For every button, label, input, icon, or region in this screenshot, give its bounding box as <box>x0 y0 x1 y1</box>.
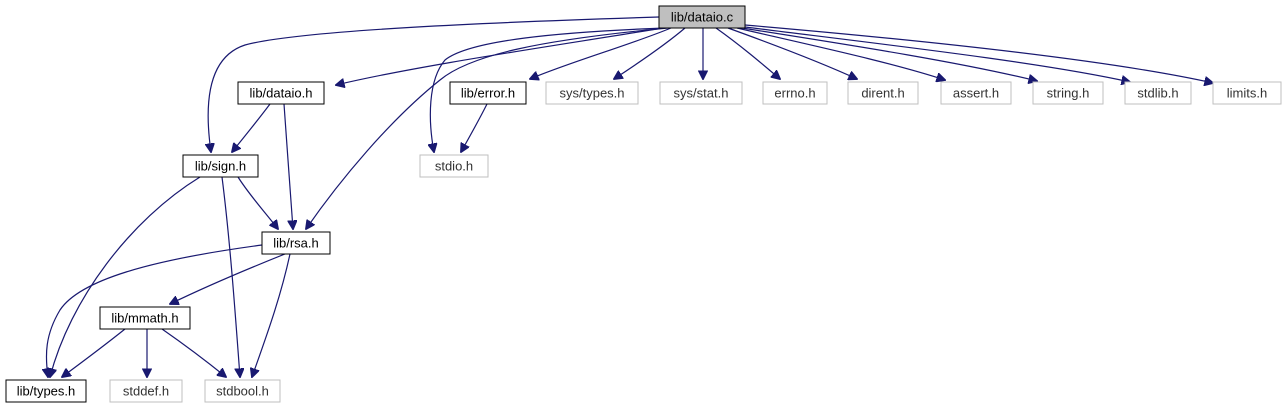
node-rsa-h[interactable]: lib/rsa.h <box>261 231 331 255</box>
node-stddef-h: stddef.h <box>109 379 183 403</box>
node-box <box>182 154 259 178</box>
node-label: errno.h <box>774 86 815 101</box>
edges-layer <box>46 16 1213 377</box>
nodes-layer: lib/dataio.c lib/dataio.h lib/error.h sys/t… <box>5 5 1282 403</box>
node-label: stdio.h <box>435 159 473 174</box>
node-label: lib/error.h <box>461 86 515 101</box>
node-errno-h: errno.h <box>762 81 828 105</box>
node-sys-stat-h: sys/stat.h <box>659 81 743 105</box>
edge-dataio-c-to-sign-h <box>208 16 660 152</box>
node-label: lib/dataio.h <box>250 86 313 101</box>
node-label: dirent.h <box>861 86 904 101</box>
edge-sign-h-to-stdbool-h <box>221 176 240 377</box>
node-label: lib/dataio.c <box>671 10 734 25</box>
node-box <box>204 379 281 403</box>
edge-mmath-h-to-stdbool-h <box>161 328 226 377</box>
edge-dataio-c-to-stdlib-h <box>744 26 1130 82</box>
node-dataio-h[interactable]: lib/dataio.h <box>237 81 325 105</box>
edge-rsa-h-to-stdbool-h <box>252 253 291 377</box>
node-mmath-h[interactable]: lib/mmath.h <box>99 306 191 330</box>
node-box <box>545 81 639 105</box>
node-label: sys/types.h <box>559 86 624 101</box>
edge-dataio-c-to-stdio-h <box>430 27 666 152</box>
node-box <box>5 379 87 403</box>
node-label: stddef.h <box>123 384 169 399</box>
edge-dataio-c-to-string-h <box>741 27 1037 81</box>
edge-dataio-c-to-rsa-h <box>306 27 669 229</box>
node-string-h: string.h <box>1032 81 1104 105</box>
node-box <box>237 81 325 105</box>
node-stdlib-h: stdlib.h <box>1124 81 1192 105</box>
node-box <box>261 231 331 255</box>
node-label: limits.h <box>1227 86 1267 101</box>
edge-dataio-c-to-limits-h <box>744 24 1213 83</box>
node-box <box>659 81 743 105</box>
edge-dataio-c-to-dirent-h <box>727 27 857 79</box>
node-types-h[interactable]: lib/types.h <box>5 379 87 403</box>
node-label: string.h <box>1047 86 1090 101</box>
edge-sign-h-to-types-h <box>50 176 201 377</box>
edge-dataio-c-to-sys-types-h <box>614 27 686 79</box>
node-box <box>1212 81 1282 105</box>
node-box <box>419 154 489 178</box>
node-label: assert.h <box>953 86 999 101</box>
node-stdbool-h: stdbool.h <box>204 379 281 403</box>
edge-dataio-c-to-error-h <box>530 27 672 79</box>
edge-mmath-h-to-types-h <box>62 328 126 377</box>
node-box <box>449 81 527 105</box>
node-label: lib/rsa.h <box>273 236 319 251</box>
node-limits-h: limits.h <box>1212 81 1282 105</box>
node-dirent-h: dirent.h <box>847 81 919 105</box>
node-assert-h: assert.h <box>940 81 1012 105</box>
edge-dataio-h-to-sign-h <box>232 103 271 152</box>
node-dataio-c[interactable]: lib/dataio.c <box>658 5 746 29</box>
edge-rsa-h-to-mmath-h <box>170 253 286 304</box>
node-sys-types-h: sys/types.h <box>545 81 639 105</box>
node-label: stdlib.h <box>1137 86 1178 101</box>
edge-rsa-h-to-types-h <box>46 244 263 377</box>
node-label: sys/stat.h <box>674 86 729 101</box>
edge-sign-h-to-rsa-h <box>237 176 278 229</box>
node-label: lib/types.h <box>17 384 76 399</box>
edge-dataio-h-to-rsa-h <box>283 103 293 229</box>
edge-error-h-to-stdio-h <box>461 103 488 152</box>
node-box <box>940 81 1012 105</box>
node-box <box>1032 81 1104 105</box>
edge-dataio-c-to-errno-h <box>715 27 780 79</box>
node-box <box>847 81 919 105</box>
node-box <box>99 306 191 330</box>
node-label: lib/sign.h <box>195 159 246 174</box>
node-label: lib/mmath.h <box>111 311 178 326</box>
node-sign-h[interactable]: lib/sign.h <box>182 154 259 178</box>
node-label: stdbool.h <box>216 384 269 399</box>
edge-dataio-c-to-dataio-h <box>336 27 664 85</box>
edge-dataio-c-to-assert-h <box>736 27 945 80</box>
node-box <box>762 81 828 105</box>
node-box <box>658 5 746 29</box>
node-stdio-h: stdio.h <box>419 154 489 178</box>
node-box <box>109 379 183 403</box>
node-error-h[interactable]: lib/error.h <box>449 81 527 105</box>
node-box <box>1124 81 1192 105</box>
